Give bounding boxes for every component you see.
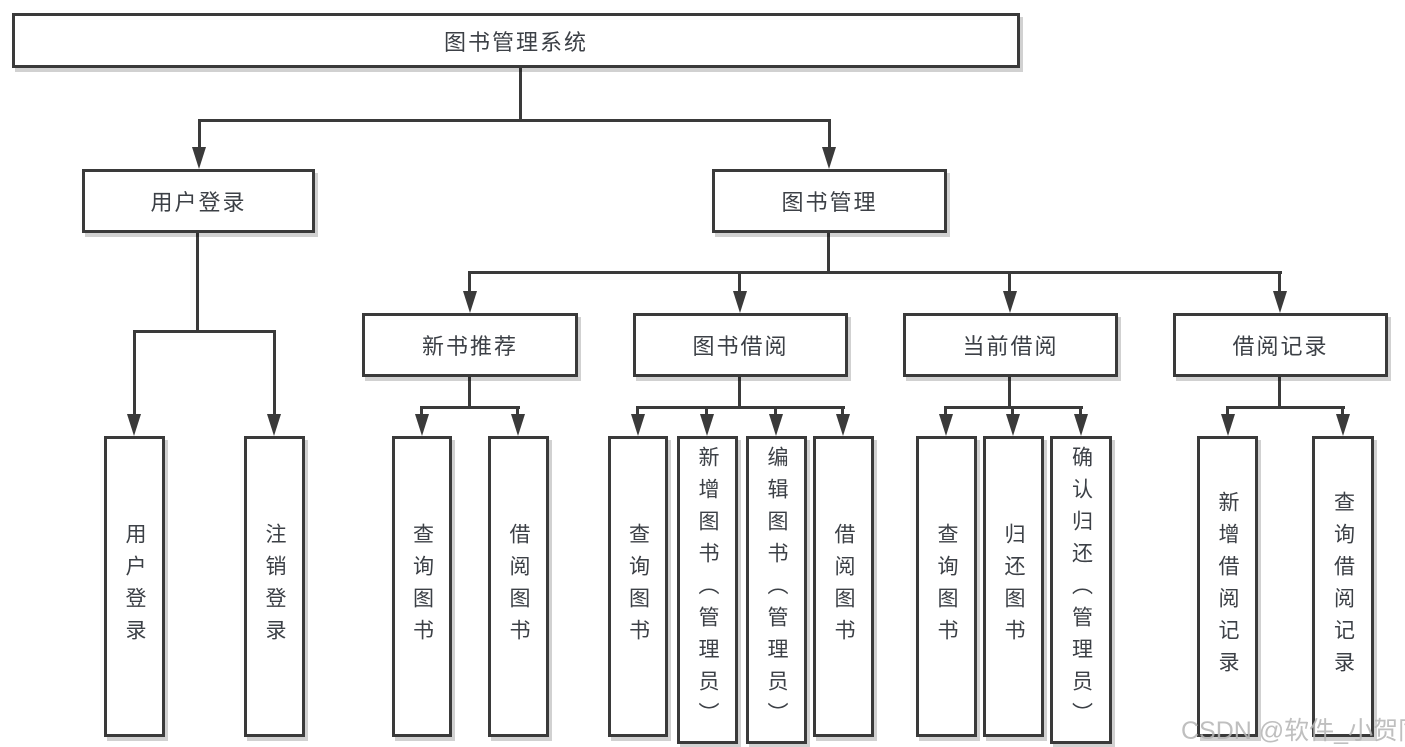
leaf-query-borrow-record: 查询借阅记录: [1312, 436, 1374, 737]
leaf-borrow-books-recommend: 借阅图书: [488, 436, 549, 737]
leaf-query-books-current: 查询图书: [916, 436, 977, 737]
leaf-query-books-borrow: 查询图书: [608, 436, 668, 737]
connector-current-hline: [945, 406, 1083, 409]
connector-borrow-stub: [705, 406, 708, 418]
arrow-down-icon: [1006, 414, 1020, 436]
arrow-down-icon: [1336, 414, 1350, 436]
arrow-down-icon: [822, 147, 836, 169]
connector-user-stub: [273, 330, 276, 415]
connector-bookmgmt-vline: [827, 231, 830, 274]
connector-user-hline: [133, 330, 276, 333]
connector-recommend-vline: [468, 375, 471, 409]
connector-recommend-stub: [420, 406, 423, 418]
connector-records-stub: [1341, 406, 1344, 418]
leaf-confirm-return-admin: 确认归还（管理员）: [1050, 436, 1112, 744]
connector-borrow-stub: [774, 406, 777, 418]
arrow-down-icon: [836, 414, 850, 436]
connector-current-stub: [1011, 406, 1014, 418]
connector-root-left-stub: [198, 119, 201, 149]
arrow-down-icon: [733, 291, 747, 313]
connector-bookmgmt-stub: [1278, 271, 1281, 293]
node-user-login: 用户登录: [82, 169, 315, 233]
arrow-down-icon: [939, 414, 953, 436]
connector-bookmgmt-hline: [469, 271, 1282, 274]
connector-borrow-hline: [637, 406, 845, 409]
connector-records-stub: [1226, 406, 1229, 418]
connector-borrow-vline: [738, 375, 741, 409]
connector-bookmgmt-stub: [1008, 271, 1011, 293]
arrow-down-icon: [769, 414, 783, 436]
arrow-down-icon: [127, 414, 141, 436]
leaf-borrow-books: 借阅图书: [813, 436, 874, 737]
connector-root-hline: [198, 119, 831, 122]
connector-current-vline: [1008, 375, 1011, 409]
node-book-management: 图书管理: [712, 169, 947, 233]
arrow-down-icon: [700, 414, 714, 436]
connector-bookmgmt-stub: [738, 271, 741, 293]
leaf-add-book-admin: 新增图书（管理员）: [677, 436, 738, 744]
node-book-borrow: 图书借阅: [633, 313, 848, 377]
node-new-book-recommend: 新书推荐: [362, 313, 578, 377]
csdn-watermark: CSDN @软件_小贺同学: [1181, 717, 1405, 745]
connector-root-vline: [519, 66, 522, 120]
leaf-user-login: 用户登录: [104, 436, 165, 737]
arrow-down-icon: [267, 414, 281, 436]
node-borrow-records: 借阅记录: [1173, 313, 1388, 377]
leaf-return-book: 归还图书: [983, 436, 1044, 737]
arrow-down-icon: [511, 414, 525, 436]
arrow-down-icon: [1074, 414, 1088, 436]
arrow-down-icon: [1221, 414, 1235, 436]
connector-recommend-stub: [516, 406, 519, 418]
leaf-add-borrow-record: 新增借阅记录: [1197, 436, 1258, 737]
connector-recommend-hline: [421, 406, 520, 409]
connector-user-vline: [196, 231, 199, 333]
connector-records-hline: [1227, 406, 1345, 409]
arrow-down-icon: [463, 291, 477, 313]
connector-borrow-stub: [636, 406, 639, 418]
leaf-query-books-recommend: 查询图书: [392, 436, 452, 737]
leaf-edit-book-admin: 编辑图书（管理员）: [746, 436, 807, 744]
connector-borrow-stub: [841, 406, 844, 418]
connector-current-stub: [944, 406, 947, 418]
leaf-logout: 注销登录: [244, 436, 305, 737]
connector-bookmgmt-stub: [468, 271, 471, 293]
node-current-borrow: 当前借阅: [903, 313, 1118, 377]
arrow-down-icon: [415, 414, 429, 436]
node-root-library-system: 图书管理系统: [12, 13, 1020, 68]
arrow-down-icon: [192, 147, 206, 169]
connector-root-right-stub: [828, 119, 831, 149]
arrow-down-icon: [1273, 291, 1287, 313]
arrow-down-icon: [631, 414, 645, 436]
arrow-down-icon: [1003, 291, 1017, 313]
connector-current-stub: [1079, 406, 1082, 418]
connector-user-stub: [133, 330, 136, 415]
connector-records-vline: [1278, 375, 1281, 409]
